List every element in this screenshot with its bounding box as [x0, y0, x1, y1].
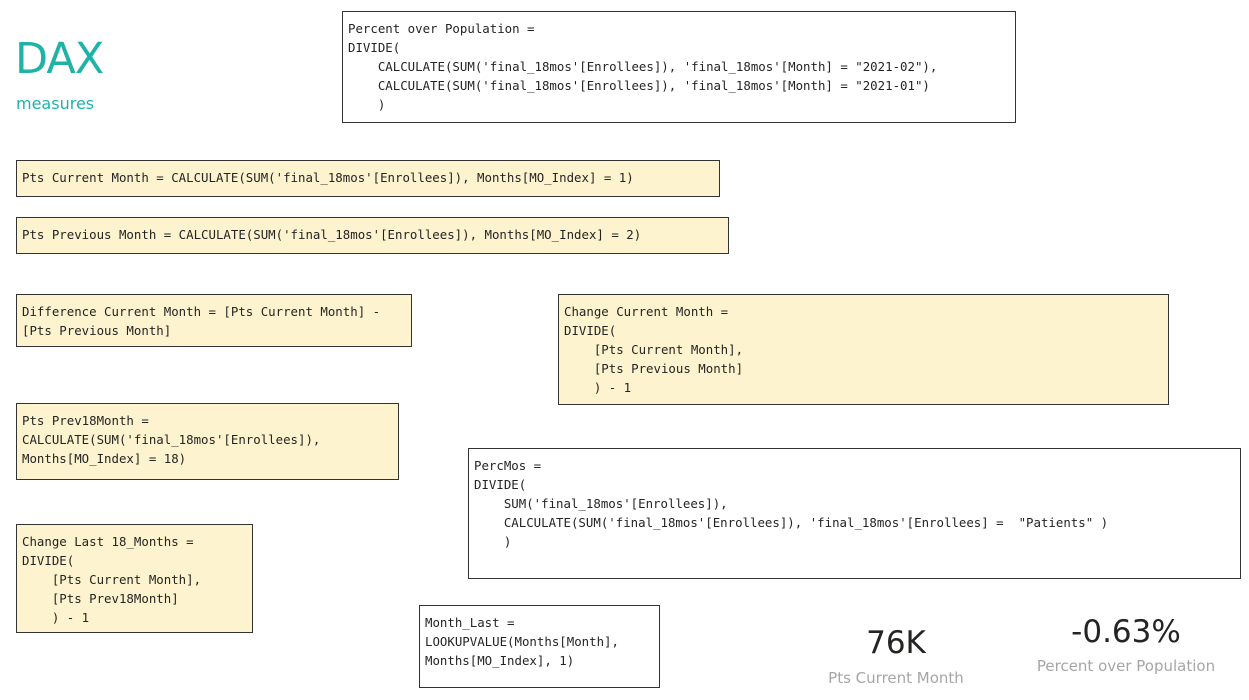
- pts-current-month-kpi-label: Pts Current Month: [828, 669, 964, 687]
- pts-prev18month-measure-card[interactable]: Pts Prev18Month = CALCULATE(SUM('final_1…: [16, 403, 399, 480]
- percent-over-population-kpi-value: -0.63%: [1071, 614, 1181, 650]
- page-title: DAX: [15, 34, 104, 84]
- difference-current-month-measure-card[interactable]: Difference Current Month = [Pts Current …: [16, 294, 412, 347]
- page-subtitle: measures: [16, 94, 95, 113]
- month-last-measure-card[interactable]: Month_Last = LOOKUPVALUE(Months[Month], …: [419, 605, 660, 688]
- change-current-month-measure-card[interactable]: Change Current Month = DIVIDE( [Pts Curr…: [558, 294, 1169, 405]
- percmos-measure-card[interactable]: PercMos = DIVIDE( SUM('final_18mos'[Enro…: [468, 448, 1241, 579]
- percent-over-population-kpi-label: Percent over Population: [1036, 657, 1216, 675]
- change-last-18-months-measure-card[interactable]: Change Last 18_Months = DIVIDE( [Pts Cur…: [16, 524, 253, 633]
- pts-current-month-measure-card[interactable]: Pts Current Month = CALCULATE(SUM('final…: [16, 160, 720, 197]
- pts-current-month-kpi-value: 76K: [866, 625, 926, 661]
- percent-over-population-measure-card[interactable]: Percent over Population = DIVIDE( CALCUL…: [342, 11, 1016, 123]
- pts-previous-month-measure-card[interactable]: Pts Previous Month = CALCULATE(SUM('fina…: [16, 217, 729, 254]
